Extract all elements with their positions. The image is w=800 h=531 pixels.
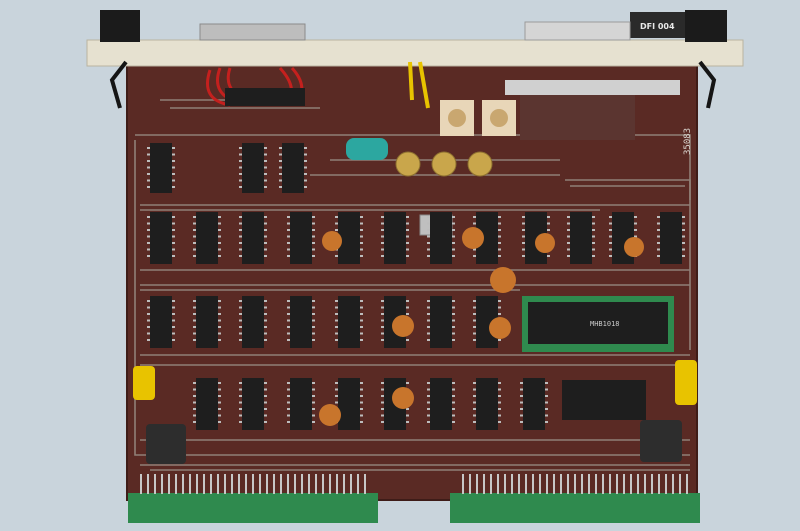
right-latch <box>685 10 727 42</box>
dip-chip <box>239 378 267 430</box>
large-chip: MHB1018 <box>522 296 674 352</box>
dip-chip <box>427 212 455 264</box>
dip-chip <box>239 296 267 348</box>
dip-chip <box>567 212 595 264</box>
dip-chip <box>193 296 221 348</box>
transformers <box>146 420 682 464</box>
dip-chip <box>239 143 267 193</box>
handles <box>109 60 717 109</box>
dip-chip <box>473 378 501 430</box>
front-panel-label: DFI 004 <box>640 22 675 31</box>
dip-chip <box>427 378 455 430</box>
dip-chip <box>147 296 175 348</box>
trimmer-pots <box>440 100 516 136</box>
ceramic-capacitors <box>319 227 644 426</box>
db-connector <box>199 23 306 41</box>
connector-block <box>505 80 680 140</box>
dip-chip <box>193 212 221 264</box>
dip-chip <box>147 143 175 193</box>
dip-chip <box>520 378 548 430</box>
dip-chip <box>562 380 646 420</box>
dip-chip <box>287 296 315 348</box>
dip-chip <box>287 212 315 264</box>
dip-chip <box>279 143 307 193</box>
serial-number: 35083 <box>683 128 693 155</box>
dip-chip <box>335 378 363 430</box>
large-chip-label: MHB1018 <box>590 320 620 328</box>
electrolytic-capacitor <box>346 138 388 160</box>
left-latch <box>100 10 140 42</box>
yellow-wires <box>408 61 430 109</box>
dip-chip <box>147 212 175 264</box>
edge-connectors <box>128 474 700 523</box>
connector-header <box>225 88 305 106</box>
dip-chip <box>239 212 267 264</box>
dip-chip <box>193 378 221 430</box>
rj-connectors <box>524 21 631 41</box>
dip-chip <box>335 296 363 348</box>
dip-chip <box>427 296 455 348</box>
front-panel: DFI 004 <box>86 10 744 67</box>
label-plate <box>630 12 685 38</box>
dip-chip <box>657 212 685 264</box>
dip-chip <box>287 378 315 430</box>
yellow-capacitors <box>133 360 697 405</box>
dip-chip <box>381 212 409 264</box>
traces <box>134 99 691 471</box>
metal-cans <box>395 151 493 177</box>
